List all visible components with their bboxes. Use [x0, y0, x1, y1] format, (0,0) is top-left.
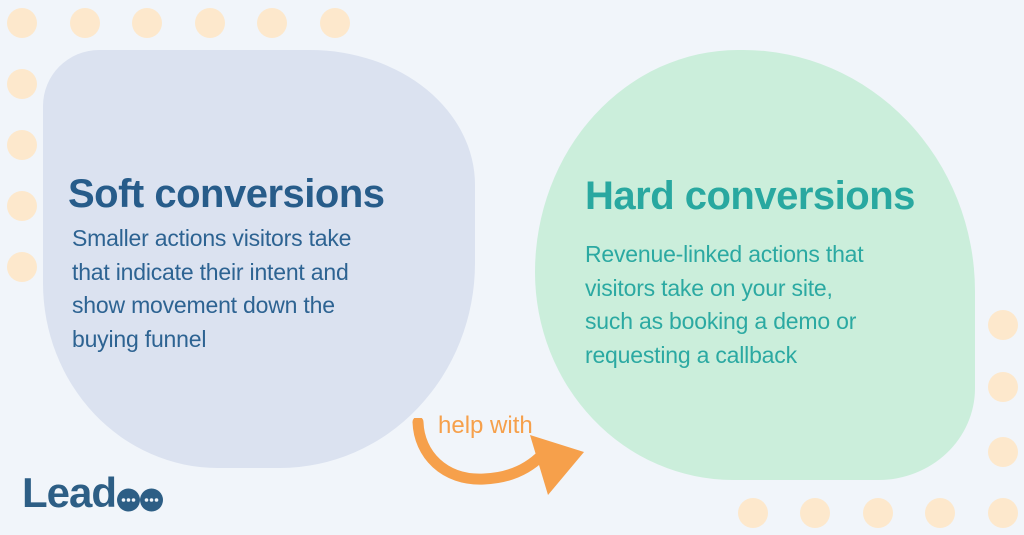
- leadoo-logo: Lead: [22, 470, 172, 520]
- soft-conversions-title: Soft conversions: [68, 172, 385, 216]
- logo-bubble-dot: [131, 498, 136, 502]
- decor-dot: [7, 8, 37, 38]
- arrow-curve: [412, 418, 548, 485]
- decor-dot: [988, 310, 1018, 340]
- decor-dot: [988, 437, 1018, 467]
- logo-bubble-dot: [126, 498, 131, 502]
- infinity-chat-bubbles-icon: [117, 488, 163, 512]
- decor-dot: [132, 8, 162, 38]
- decor-dot: [988, 372, 1018, 402]
- decor-dot: [70, 8, 100, 38]
- decor-dot: [863, 498, 893, 528]
- decor-dot: [7, 69, 37, 99]
- logo-bubble-dot: [154, 498, 159, 502]
- decor-dot: [988, 498, 1018, 528]
- curved-arrow-right-icon: [412, 418, 584, 495]
- hard-conversions-card: Hard conversions Revenue-linked actions …: [535, 50, 975, 480]
- logo-bubble-dot: [149, 498, 154, 502]
- soft-conversions-card: Soft conversions Smaller actions visitor…: [43, 50, 475, 468]
- decor-dot: [7, 130, 37, 160]
- hard-conversions-description: Revenue-linked actions that visitors tak…: [585, 241, 864, 368]
- hard-conversions-title: Hard conversions: [585, 174, 915, 218]
- decor-dot: [925, 498, 955, 528]
- arrow-head: [530, 435, 584, 495]
- logo-wordmark: Lead: [22, 469, 117, 516]
- logo-bubble-dot: [121, 498, 126, 502]
- logo-bubble-dot: [144, 498, 149, 502]
- decor-dot: [7, 191, 37, 221]
- decor-dot: [257, 8, 287, 38]
- decor-dot: [800, 498, 830, 528]
- soft-conversions-description: Smaller actions visitors take that indic…: [72, 225, 352, 352]
- decor-dot: [7, 252, 37, 282]
- decor-dot: [320, 8, 350, 38]
- help-with-label: help with: [438, 412, 533, 439]
- decor-dot: [195, 8, 225, 38]
- decor-dot: [738, 498, 768, 528]
